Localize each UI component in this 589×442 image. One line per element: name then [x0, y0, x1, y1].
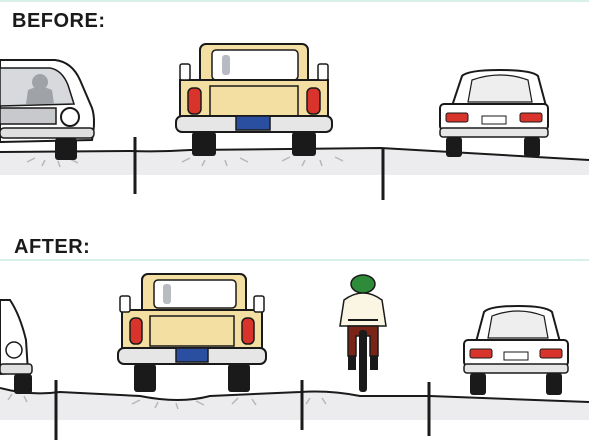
cyclist — [340, 275, 386, 392]
parked-car-left — [0, 300, 32, 394]
pickup-truck — [118, 274, 266, 392]
parked-car-right — [464, 306, 568, 395]
after-road — [0, 388, 589, 420]
